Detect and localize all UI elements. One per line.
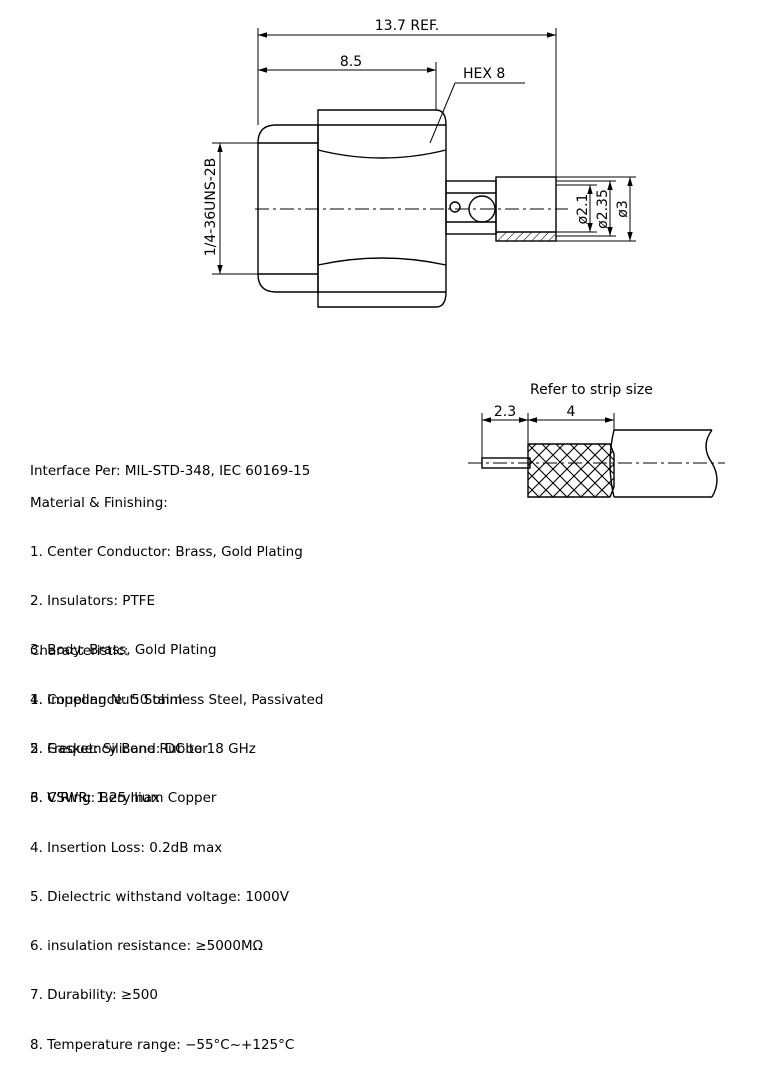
strip-dim-a: 2.3 [494, 404, 516, 420]
dim-d1-label: ø2.1 [575, 194, 591, 225]
dim-diameters [556, 176, 636, 242]
hex-leader [429, 82, 525, 144]
cable [481, 429, 718, 498]
characteristic-item: 7. Durability: ≥500 [30, 987, 158, 1004]
dim-thread-label: 1/4-36UNS-2B [203, 158, 219, 257]
connector-drawing: 13.7 REF. 8.5 HEX 8 1/4-36UNS-2B ø2.1 ø2… [203, 18, 725, 498]
characteristic-heading: Characteristic: [30, 642, 129, 659]
characteristic-item: 2. Frequency Band: DC to 18 GHz [30, 741, 256, 758]
material-item: 4. Coupling Nut: Stainless Steel, Passiv… [30, 691, 324, 708]
material-heading: Material & Finishing: [30, 494, 168, 511]
interface-note: Interface Per: MIL-STD-348, IEC 60169-15 [30, 430, 310, 496]
characteristic-item: 4. Insertion Loss: 0.2dB max [30, 839, 223, 856]
material-item: 5. Gasket: Silicone Rubber [30, 740, 208, 757]
dim-overall [257, 28, 557, 177]
strip-dim-b: 4 [567, 404, 576, 420]
characteristic-item: 3. VSWR: 1.25 max [30, 790, 160, 807]
characteristic-item: 8. Temperature range: −55°C~+125°C [30, 1036, 295, 1053]
characteristic-item: 1. Impedance: 50 ohm [30, 692, 183, 709]
characteristic-item: 5. Dielectric withstand voltage: 1000V [30, 888, 289, 905]
strip-title: Refer to strip size [530, 382, 653, 398]
characteristic-item: 6. insulation resistance: ≥5000MΩ [30, 938, 263, 955]
dim-d2-label: ø2.35 [595, 189, 611, 229]
characteristic-section: Characteristic: 1. Impedance: 50 ohm 2. … [30, 610, 294, 1069]
dim-body-label: 8.5 [340, 54, 362, 70]
dim-body [258, 62, 437, 110]
dim-thread [212, 142, 258, 275]
material-item: 3. Body: Brass, Gold Plating [30, 642, 217, 659]
material-item: 1. Center Conductor: Brass, Gold Plating [30, 544, 303, 561]
strip-dim [481, 413, 615, 458]
interface-text: Interface Per: MIL-STD-348, IEC 60169-15 [30, 462, 311, 479]
dim-overall-label: 13.7 REF. [375, 18, 439, 34]
ferrule-hatch [497, 232, 555, 241]
hex-label: HEX 8 [463, 66, 505, 82]
dim-d3-label: ø3 [615, 200, 631, 217]
material-item: 2. Insulators: PTFE [30, 593, 155, 610]
